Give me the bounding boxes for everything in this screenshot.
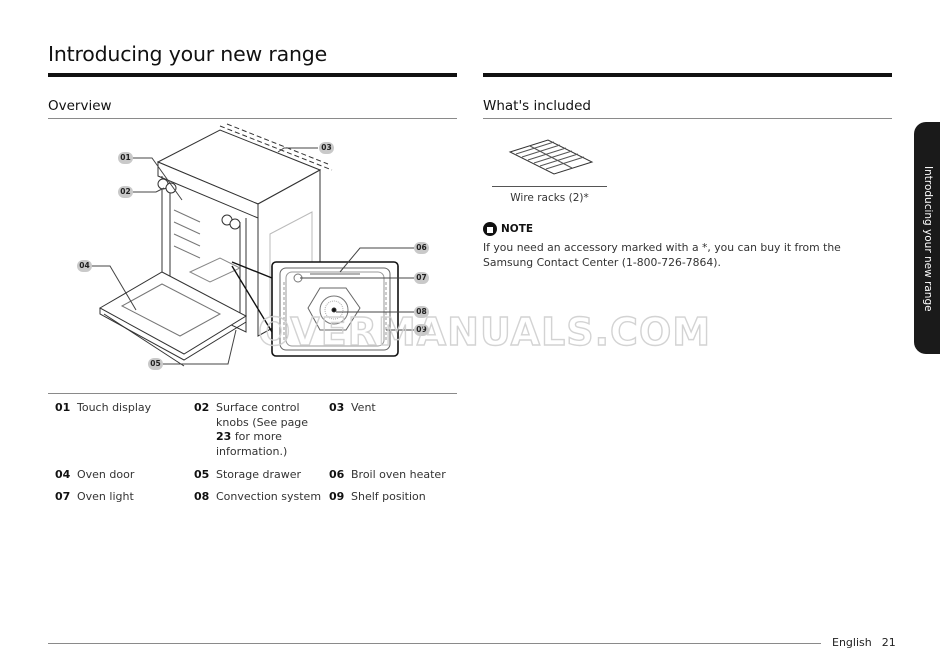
note-icon [483, 222, 497, 236]
parts-rule [48, 393, 457, 394]
part-item: 09 Shelf position [329, 490, 426, 503]
part-item: 01 Touch display [55, 401, 152, 414]
callout-02: 02 [118, 186, 133, 198]
part-item: 06 Broil oven heater [329, 468, 446, 481]
title-rule-right [483, 73, 892, 77]
overview-heading: Overview [48, 98, 112, 114]
page-reference: 23 [216, 430, 232, 443]
watermark: OVERMANUALS.COM [257, 309, 712, 354]
callout-09: 09 [414, 324, 429, 336]
part-item: 02 Surface control knobs (See page 23 fo… [194, 401, 309, 458]
part-item: 03 Vent [329, 401, 376, 414]
rack-caption-rule [492, 186, 607, 187]
part-item: 05 Storage drawer [194, 468, 302, 481]
callout-05: 05 [148, 358, 163, 370]
footer-rule [48, 643, 821, 644]
included-heading: What's included [483, 98, 591, 114]
title-rule-left [48, 73, 457, 77]
footer: English 21 [832, 636, 896, 649]
overview-rule [48, 118, 457, 119]
callout-08: 08 [414, 306, 429, 318]
note-heading: NOTE [483, 222, 533, 236]
page-title: Introducing your new range [48, 42, 327, 66]
included-rule [483, 118, 892, 119]
callout-07: 07 [414, 272, 429, 284]
range-illustration [88, 123, 414, 367]
callout-04: 04 [77, 260, 92, 272]
part-item: 08 Convection system [194, 490, 322, 503]
rack-caption: Wire racks (2)* [510, 192, 589, 204]
note-text: If you need an accessory marked with a *… [483, 241, 841, 269]
chapter-side-tab: Introducing your new range [914, 122, 940, 354]
part-item: 07 Oven light [55, 490, 134, 503]
callout-06: 06 [414, 242, 429, 254]
footer-language: English [832, 636, 872, 649]
wire-rack-icon [508, 138, 594, 180]
range-diagram: 01 02 03 04 05 06 07 08 09 [70, 122, 460, 384]
callout-01: 01 [118, 152, 133, 164]
page-number: 21 [881, 636, 896, 649]
part-item: 04 Oven door [55, 468, 135, 481]
callout-03: 03 [319, 142, 334, 154]
